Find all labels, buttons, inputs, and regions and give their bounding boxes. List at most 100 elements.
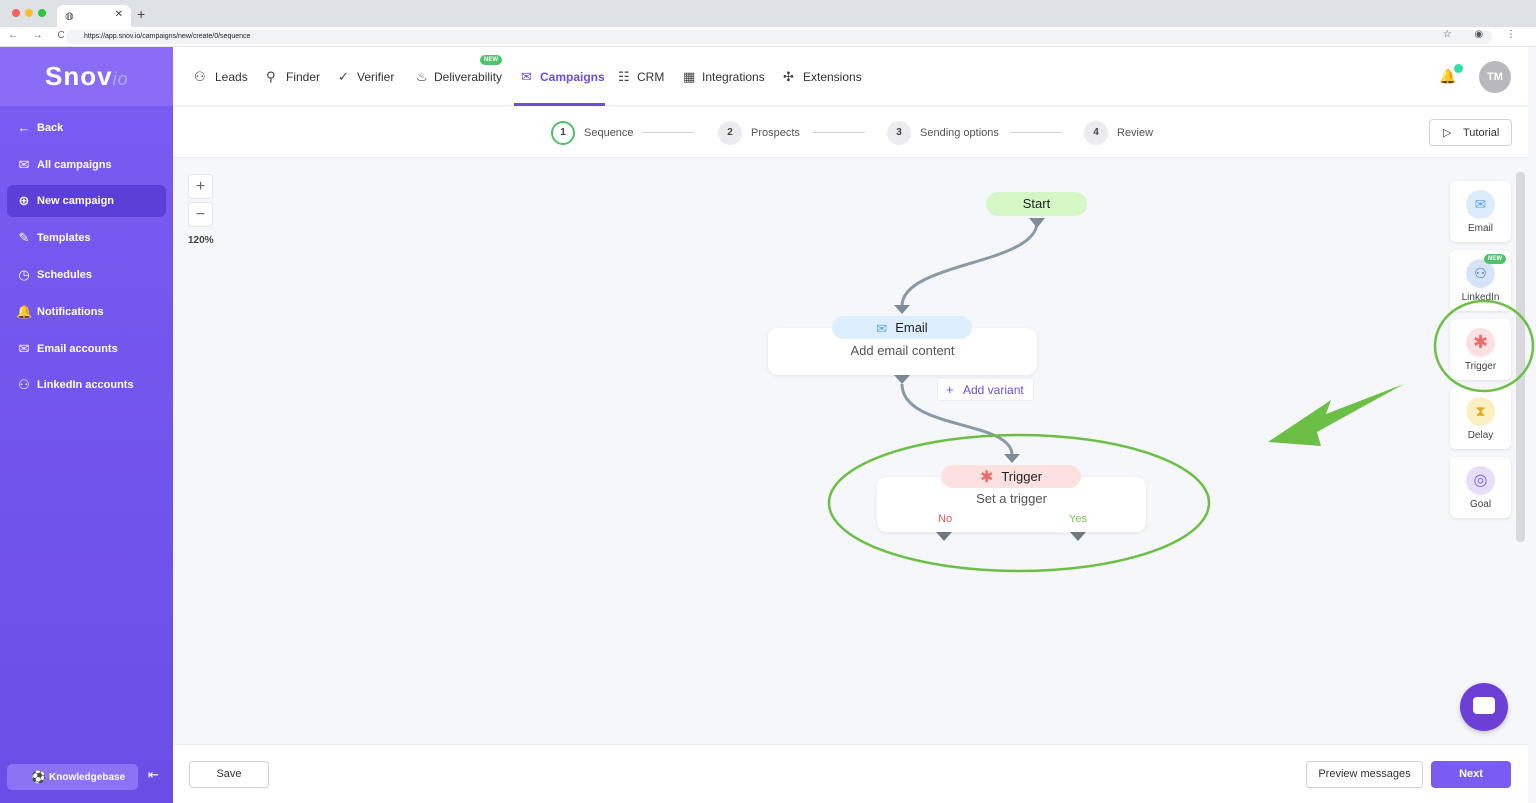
sidebar-item-schedules[interactable]: ◷ Schedules	[7, 259, 166, 291]
step-connector	[642, 132, 694, 133]
search-icon: ⚲	[266, 69, 276, 84]
logo[interactable]: Snovio	[45, 61, 129, 91]
check-circle-icon: ✓	[338, 69, 349, 84]
template-icon: ✎	[18, 230, 30, 245]
puzzle-icon: ✣	[783, 69, 794, 84]
knowledgebase-button[interactable]: ⚽ Knowledgebase	[7, 764, 138, 790]
chat-icon	[1473, 697, 1495, 714]
step-connector	[1010, 132, 1062, 133]
hourglass-icon: ⧗	[1466, 397, 1495, 426]
branch-yes-handle	[1070, 532, 1086, 541]
tool-linkedin[interactable]: ⚇ LinkedIn NEW	[1450, 250, 1511, 311]
tab-close-icon[interactable]: ✕	[114, 9, 123, 20]
asterisk-icon: ✱	[979, 469, 994, 487]
clock-icon: ◷	[18, 267, 30, 282]
mail-icon: ✉	[18, 341, 30, 356]
nav-deliverability[interactable]: ♨ Deliverability NEW	[416, 55, 503, 84]
asterisk-icon: ✱	[1466, 328, 1495, 357]
sidebar-item-email-accounts[interactable]: ✉ Email accounts	[7, 333, 166, 365]
save-button[interactable]: Save	[189, 761, 269, 788]
email-node-subtitle[interactable]: Add email content	[850, 343, 955, 358]
nav-integrations[interactable]: ▦ Integrations	[683, 69, 765, 84]
new-badge: NEW	[480, 55, 502, 65]
new-tab-icon[interactable]: +	[137, 6, 146, 22]
nav-finder[interactable]: ⚲ Finder	[266, 69, 321, 84]
mail-icon: ✉	[521, 69, 532, 84]
mail-icon: ✉	[18, 157, 30, 172]
email-input-arrow	[894, 305, 910, 314]
canvas-scrollbar[interactable]	[1516, 172, 1525, 542]
minimize-window-dot[interactable]	[25, 9, 33, 17]
email-output-arrow	[894, 375, 910, 384]
lifebuoy-icon: ⚽	[31, 770, 46, 784]
browser-tab[interactable]: ◍ ✕	[57, 5, 131, 27]
sidebar-item-back[interactable]: ← Back	[17, 120, 64, 135]
arrow-left-icon: ←	[17, 120, 31, 135]
bell-icon: 🔔	[16, 304, 33, 319]
users-icon: ⚇	[194, 69, 206, 84]
trigger-node-subtitle[interactable]: Set a trigger	[976, 491, 1047, 506]
users-icon: ⚇	[18, 377, 30, 392]
tutorial-button[interactable]: ▷ Tutorial	[1429, 119, 1512, 146]
email-node-title[interactable]: ✉Email	[832, 316, 972, 339]
branch-no-handle	[936, 532, 952, 541]
play-icon: ▷	[1443, 127, 1452, 139]
avatar[interactable]: TM	[1479, 61, 1511, 93]
branch-no-label: No	[938, 513, 953, 525]
close-window-dot[interactable]	[12, 9, 20, 17]
nav-leads[interactable]: ⚇ Leads	[194, 69, 248, 84]
tool-email[interactable]: ✉ Email	[1450, 181, 1511, 242]
zoom-out-button[interactable]: −	[188, 202, 213, 227]
collapse-sidebar-icon[interactable]: ⇤	[148, 767, 159, 782]
plus-circle-icon: ⊕	[18, 193, 30, 208]
bottom-action-bar	[173, 744, 1528, 803]
address-bar: ← → C https://app.snov.io/campaigns/new/…	[0, 27, 1536, 47]
top-navigation: ⚇ Leads ⚲ Finder ✓ Verifier ♨ Deliverabi…	[173, 47, 1528, 106]
step-connector	[813, 132, 865, 133]
branch-yes-label: Yes	[1069, 513, 1087, 525]
new-badge: NEW	[1484, 254, 1506, 264]
campaign-stepper: 1 Sequence 2 Prospects 3 Sending options…	[173, 107, 1528, 158]
nav-crm[interactable]: ☷ CRM	[618, 69, 665, 84]
zoom-level: 120%	[188, 235, 214, 246]
active-tab-underline	[514, 103, 605, 106]
crm-icon: ☷	[618, 69, 630, 84]
tab-favicon-icon: ◍	[65, 11, 74, 22]
sidebar-item-all-campaigns[interactable]: ✉ All campaigns	[7, 149, 166, 181]
browser-nav-icons[interactable]: ← → C	[8, 30, 71, 41]
notification-dot	[1454, 64, 1463, 73]
logo-area: Snovio	[0, 47, 173, 106]
nav-verifier[interactable]: ✓ Verifier	[338, 69, 395, 84]
chat-support-button[interactable]	[1460, 683, 1508, 731]
zoom-in-button[interactable]: +	[188, 174, 213, 199]
annotation-arrow	[1268, 384, 1404, 446]
plus-icon: +	[946, 382, 954, 397]
nav-campaigns[interactable]: ✉ Campaigns	[514, 47, 605, 106]
url-field[interactable]: https://app.snov.io/campaigns/new/create…	[66, 30, 1492, 44]
target-icon: ◎	[1466, 466, 1495, 495]
next-button[interactable]: Next	[1431, 761, 1511, 788]
tool-delay[interactable]: ⧗ Delay	[1450, 388, 1511, 449]
start-output-arrow	[1029, 218, 1045, 228]
mail-icon: ✉	[876, 321, 888, 337]
tool-goal[interactable]: ◎ Goal	[1450, 457, 1511, 518]
preview-messages-button[interactable]: Preview messages	[1306, 761, 1423, 788]
start-node[interactable]: Start	[986, 192, 1087, 216]
notifications-bell-icon[interactable]: 🔔	[1439, 68, 1457, 84]
sidebar-item-templates[interactable]: ✎ Templates	[7, 222, 166, 254]
trigger-node-title[interactable]: ✱Trigger	[941, 465, 1081, 488]
sidebar-item-new-campaign[interactable]: ⊕ New campaign	[7, 185, 166, 217]
tool-trigger[interactable]: ✱ Trigger	[1450, 319, 1511, 380]
sidebar-item-linkedin-accounts[interactable]: ⚇ LinkedIn accounts	[7, 369, 166, 401]
add-variant-button[interactable]: + Add variant	[937, 378, 1034, 401]
mail-icon: ✉	[1466, 190, 1495, 219]
maximize-window-dot[interactable]	[38, 9, 46, 17]
trigger-input-arrow	[1004, 454, 1020, 463]
browser-toolbar-icons[interactable]: ☆ ◉ ⋮	[1442, 29, 1526, 40]
grid-icon: ▦	[683, 69, 696, 84]
sidebar: Snovio ← Back ✉ All campaigns ⊕ New camp…	[0, 47, 173, 803]
connector-start-email	[900, 221, 1039, 307]
sidebar-item-notifications[interactable]: 🔔 Notifications	[16, 304, 104, 319]
nav-extensions[interactable]: ✣ Extensions	[783, 69, 862, 84]
browser-tab-bar: ◍ ✕ +	[0, 0, 1536, 27]
